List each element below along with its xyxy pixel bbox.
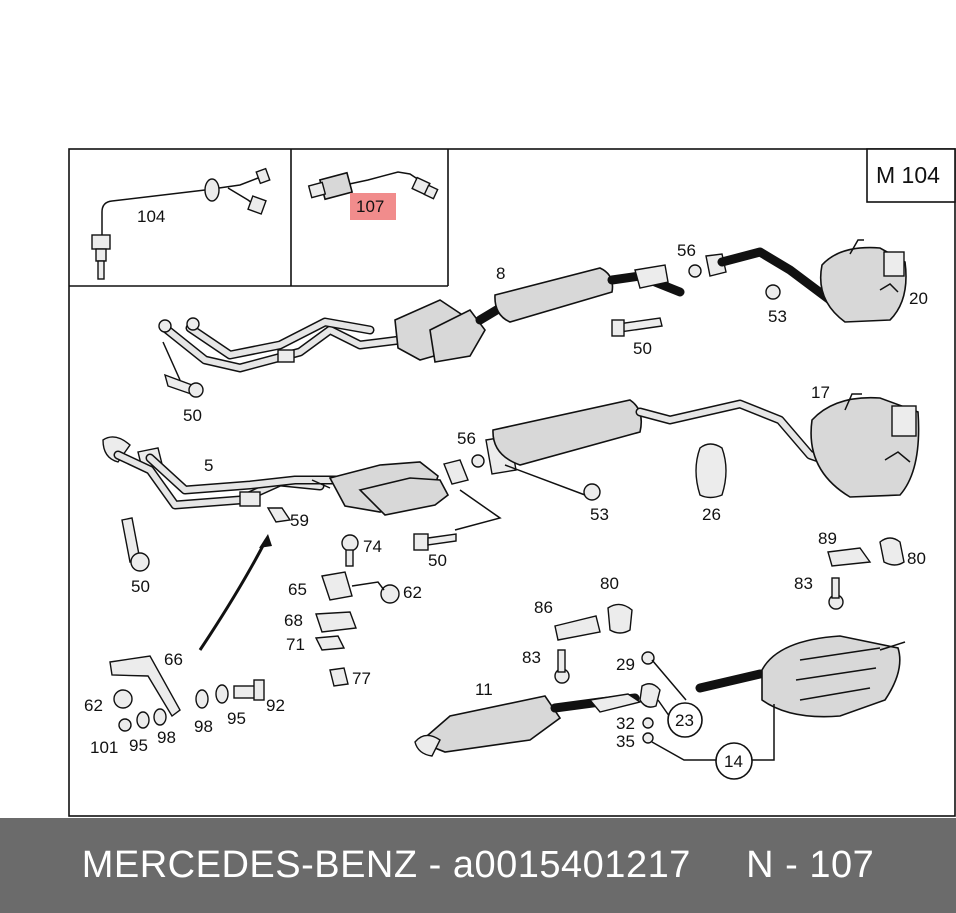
part-label-50: 50 [428, 551, 447, 570]
part-label-98: 98 [157, 728, 176, 747]
highlight-box-107 [350, 193, 396, 220]
callout-lines-14 [651, 704, 775, 761]
hardware-parts [109, 534, 905, 744]
part-label-80: 80 [600, 574, 619, 593]
oxygen-sensor-107-drawing [307, 171, 439, 201]
part-label-83: 83 [794, 574, 813, 593]
part-label-17: 17 [811, 383, 830, 402]
part-label-95: 95 [227, 709, 246, 728]
part-label-68: 68 [284, 611, 303, 630]
rear-muffler-assembly [414, 635, 906, 757]
part-label-35: 35 [616, 732, 635, 751]
part-label-50: 50 [633, 339, 652, 358]
model-code-box [866, 148, 956, 203]
model-code-label: M 104 [876, 162, 940, 188]
part-label-62: 62 [84, 696, 103, 715]
part-label-5: 5 [204, 456, 213, 475]
part-label-74: 74 [363, 537, 382, 556]
pointer-arrow [198, 539, 268, 651]
part-label-65: 65 [288, 580, 307, 599]
diagram-frame [68, 148, 956, 817]
part-label-104: 104 [137, 207, 165, 226]
part-label-50: 50 [183, 406, 202, 425]
upper-exhaust-assembly [158, 239, 907, 398]
part-number: a0015401217 [452, 844, 691, 886]
part-label-56: 56 [457, 429, 476, 448]
brand-name: MERCEDES-BENZ [81, 844, 418, 886]
part-label-86: 86 [534, 598, 553, 617]
footer-separator: - [428, 844, 442, 886]
pointer-arrow-head [259, 534, 272, 548]
part-label-101: 101 [90, 738, 118, 757]
part-label-26: 26 [702, 505, 721, 524]
reference-number: 107 [809, 844, 875, 886]
part-info-footer: MERCEDES-BENZ - a0015401217 N - 107 [0, 818, 956, 913]
part-label-11: 11 [475, 680, 493, 699]
part-label-107: 107 [356, 197, 384, 216]
part-label-14: 14 [724, 752, 743, 771]
callout-circle-23 [667, 702, 703, 738]
part-label-98: 98 [194, 717, 213, 736]
part-label-53: 53 [590, 505, 609, 524]
part-label-56: 56 [677, 241, 696, 260]
part-label-77: 77 [352, 669, 371, 688]
part-label-20: 20 [909, 289, 928, 308]
part-label-53: 53 [768, 307, 787, 326]
part-label-92: 92 [266, 696, 285, 715]
oxygen-sensor-104-drawing [91, 167, 271, 280]
part-label-80: 80 [907, 549, 926, 568]
part-label-71: 71 [286, 635, 305, 654]
part-label-29: 29 [616, 655, 635, 674]
part-label-8: 8 [496, 264, 505, 283]
part-label-83: 83 [522, 648, 541, 667]
part-label-62: 62 [403, 583, 422, 602]
part-label-23: 23 [675, 711, 694, 730]
main-exhaust-assembly [102, 393, 920, 572]
part-label-95: 95 [129, 736, 148, 755]
exhaust-system-diagram: M 104 104 107 [68, 148, 956, 817]
part-label-50: 50 [131, 577, 150, 596]
part-label-59: 59 [290, 511, 309, 530]
part-label-32: 32 [616, 714, 635, 733]
reference-prefix: N - [746, 844, 799, 886]
part-label-89: 89 [818, 529, 837, 548]
part-label-66: 66 [164, 650, 183, 669]
callout-circle-14 [715, 742, 753, 780]
